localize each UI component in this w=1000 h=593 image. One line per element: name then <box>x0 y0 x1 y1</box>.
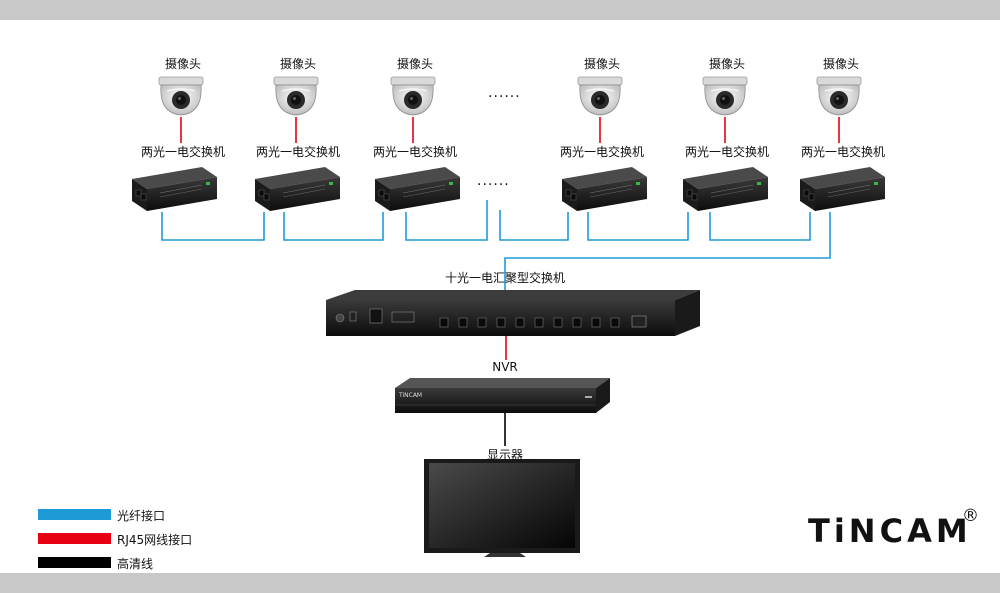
switch-label-6: 两光一电交换机 <box>800 145 886 159</box>
media-converter-1 <box>131 166 218 212</box>
media-converter-2 <box>254 166 341 212</box>
camera-label-2: 摄像头 <box>279 57 317 71</box>
switch-label-5: 两光一电交换机 <box>684 145 770 159</box>
nvr-badge: TiNCAM <box>398 392 422 399</box>
fiber-links <box>161 200 831 296</box>
registered-mark: ® <box>962 506 979 526</box>
switch-label-4: 两光一电交换机 <box>559 145 645 159</box>
monitor-label: 显示器 <box>486 448 524 462</box>
media-converter-4 <box>561 166 648 212</box>
media-converter-3 <box>374 166 461 212</box>
legend-fiber-swatch <box>38 509 111 520</box>
camera-label-1: 摄像头 <box>164 57 202 71</box>
switch-label-3: 两光一电交换机 <box>372 145 458 159</box>
top-band <box>0 0 1000 20</box>
switch-label-2: 两光一电交换机 <box>255 145 341 159</box>
nvr-device <box>395 378 610 413</box>
camera-label-5: 摄像头 <box>708 57 746 71</box>
camera-5 <box>702 76 748 116</box>
media-converter-6 <box>799 166 886 212</box>
camera-6 <box>816 76 862 116</box>
monitor <box>424 459 580 557</box>
camera-2 <box>273 76 319 116</box>
brand-logo: TiNCAM <box>808 512 972 550</box>
camera-1 <box>158 76 204 116</box>
legend-hdmi-swatch <box>38 557 111 568</box>
camera-3 <box>390 76 436 116</box>
ellipsis-top: ...... <box>488 85 521 101</box>
rj45-camera-links <box>180 117 840 143</box>
ellipsis-middle: ...... <box>477 173 510 189</box>
camera-4 <box>577 76 623 116</box>
camera-label-6: 摄像头 <box>822 57 860 71</box>
media-converter-5 <box>682 166 769 212</box>
aggregation-switch-label: 十光一电汇聚型交换机 <box>444 271 566 285</box>
camera-label-3: 摄像头 <box>396 57 434 71</box>
legend-hdmi-label: 高清线 <box>117 557 154 571</box>
switch-label-1: 两光一电交换机 <box>140 145 226 159</box>
aggregation-switch <box>326 290 700 336</box>
camera-label-4: 摄像头 <box>583 57 621 71</box>
legend-rj45-swatch <box>38 533 111 544</box>
legend-fiber-label: 光纤接口 <box>117 509 166 523</box>
nvr-label: NVR <box>492 360 518 374</box>
bottom-band <box>0 573 1000 593</box>
legend-rj45-label: RJ45网线接口 <box>117 533 193 547</box>
